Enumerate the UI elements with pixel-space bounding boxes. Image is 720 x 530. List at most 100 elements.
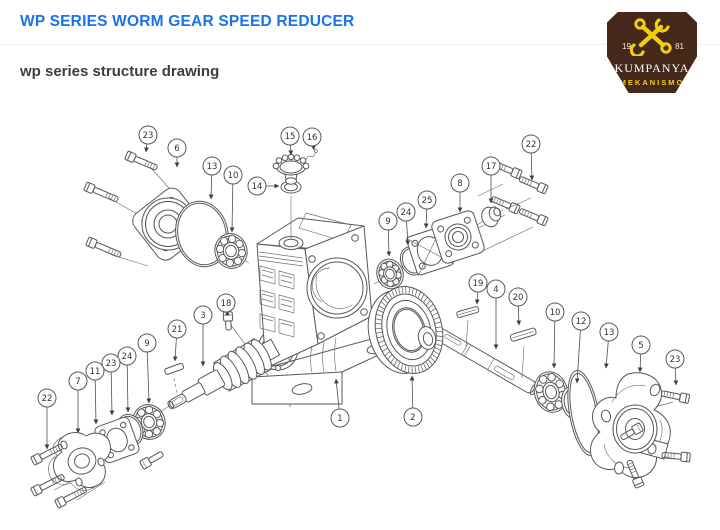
- output-bearing-assembly: [561, 370, 671, 479]
- bolt: [626, 459, 645, 489]
- badge-year-right: 81: [675, 42, 684, 51]
- o-ring-13: [567, 370, 601, 456]
- housing: [251, 212, 405, 405]
- callout-number: 9: [144, 339, 149, 349]
- callout-number: 6: [174, 144, 179, 154]
- callout-circle: [202, 156, 222, 176]
- company-logo-badge: 19 81 KUMPANYA MEKANISMO: [607, 12, 697, 93]
- callout-number: 11: [90, 367, 101, 377]
- callout-number: 15: [285, 132, 296, 142]
- callout-circle: [167, 319, 187, 339]
- callout-circle: [138, 125, 158, 145]
- callout-number: 9: [385, 217, 390, 227]
- callout-21: 21: [167, 319, 187, 362]
- bolt: [620, 422, 644, 441]
- callout-number: 17: [486, 162, 497, 172]
- bolt: [660, 390, 691, 404]
- callout-number: 10: [550, 308, 561, 318]
- worm-gear: [367, 286, 444, 374]
- callout-13: 13: [599, 322, 619, 369]
- bolt: [83, 181, 119, 203]
- header-divider: [0, 44, 720, 45]
- callout-circle: [486, 279, 506, 299]
- callout-17: 17: [481, 156, 501, 204]
- square-cover-8: [431, 210, 485, 264]
- callout-number: 19: [473, 279, 484, 289]
- callout-circle: [417, 190, 437, 210]
- callout-circle: [280, 126, 300, 146]
- ball-bearing: [214, 233, 248, 269]
- callout-circle: [665, 349, 685, 369]
- callout-circle: [302, 127, 322, 147]
- callout-number: 16: [307, 133, 318, 143]
- callout-3: 3: [193, 305, 213, 367]
- key-21: [164, 362, 185, 375]
- callout-13: 13: [202, 156, 222, 200]
- callout-24: 24: [117, 346, 137, 413]
- key-21-guide: [173, 377, 178, 395]
- callout-23: 23: [665, 349, 685, 386]
- badge-tagline: MEKANISMO: [619, 78, 685, 87]
- callout-circle: [545, 302, 565, 322]
- callout-number: 20: [513, 293, 524, 303]
- callout-number: 22: [42, 394, 53, 404]
- callout-8: 8: [450, 173, 470, 213]
- page-title: WP SERIES WORM GEAR SPEED REDUCER: [20, 13, 355, 30]
- callout-number: 23: [670, 355, 681, 365]
- badge-company-name: KUMPANYA: [614, 61, 690, 75]
- callout-22: 22: [37, 388, 57, 450]
- callout-25: 25: [417, 190, 437, 229]
- callout-18: 18: [216, 293, 236, 316]
- callout-circle: [85, 361, 105, 381]
- callout-number: 23: [143, 131, 154, 141]
- callout-circle: [599, 322, 619, 342]
- callout-circle: [396, 202, 416, 222]
- callout-10: 10: [545, 302, 565, 369]
- output-flange-5: [589, 372, 671, 479]
- callout-circle: [450, 173, 470, 193]
- callout-circle: [631, 335, 651, 355]
- callout-circle: [167, 138, 187, 158]
- callout-11: 11: [85, 361, 105, 425]
- callout-circle: [330, 408, 350, 428]
- callout-circle: [378, 211, 398, 231]
- callout-circle: [216, 293, 236, 313]
- callout-number: 21: [172, 325, 183, 335]
- callout-circle: [223, 165, 243, 185]
- callout-circle: [101, 353, 121, 373]
- bolt: [85, 236, 122, 258]
- input-bearing-assembly: [48, 413, 144, 491]
- callout-number: 10: [228, 171, 239, 181]
- ball-bearing: [376, 258, 404, 290]
- callout-number: 8: [457, 179, 462, 189]
- callout-19: 19: [468, 273, 488, 305]
- callout-2: 2: [403, 375, 423, 427]
- callout-12: 12: [571, 311, 591, 384]
- breather-cap-15: [272, 153, 310, 185]
- callout-number: 25: [422, 196, 433, 206]
- callout-circle: [37, 388, 57, 408]
- bolt: [124, 150, 158, 171]
- callout-number: 4: [493, 285, 498, 295]
- callout-number: 7: [75, 377, 80, 387]
- bolt: [30, 474, 65, 497]
- callout-number: 2: [410, 413, 415, 423]
- callout-7: 7: [68, 371, 88, 434]
- callout-number: 3: [200, 311, 205, 321]
- side-cover-assembly: [399, 205, 502, 277]
- callout-10: 10: [223, 165, 243, 233]
- bolt: [518, 176, 549, 195]
- callout-circle: [247, 176, 267, 196]
- callout-15: 15: [280, 126, 300, 156]
- callout-number: 1: [337, 414, 342, 424]
- end-cap-17: [481, 205, 502, 228]
- callout-circle: [117, 346, 137, 366]
- callout-23: 23: [101, 353, 121, 416]
- callout-circle: [68, 371, 88, 391]
- input-flange-7: [48, 432, 111, 491]
- bolt: [661, 451, 691, 463]
- callout-circle: [571, 311, 591, 331]
- bolt: [139, 451, 164, 470]
- callout-circle: [468, 273, 488, 293]
- callout-23: 23: [138, 125, 158, 153]
